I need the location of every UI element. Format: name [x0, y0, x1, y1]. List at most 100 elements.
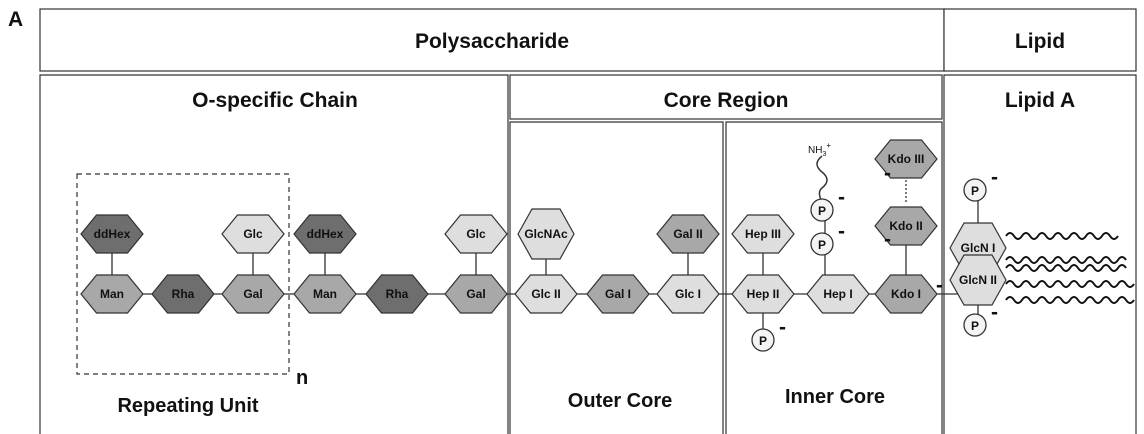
sugar-label: GlcN II: [959, 273, 997, 287]
sugar-label: Hep I: [823, 287, 852, 301]
sugar-man2: Man: [293, 274, 357, 314]
outer-core-box: [509, 121, 724, 434]
sugar-ddhex1: ddHex: [80, 214, 144, 254]
sugar-rha1: Rha: [151, 274, 215, 314]
phosphate-circle: [810, 198, 834, 222]
negative-charge: -: [884, 228, 891, 251]
lipid-a-header: Lipid A: [1005, 89, 1075, 112]
sugar-label: Kdo III: [888, 152, 925, 166]
sugar-label: GlcN I: [961, 241, 996, 255]
sugar-label: Glc: [466, 227, 486, 241]
hexagon-shape: [514, 274, 578, 314]
sugar-label: Gal: [243, 287, 262, 301]
negative-charge: -: [884, 162, 891, 185]
acyl-chain-4: [1005, 280, 1135, 288]
lipid-header: Lipid: [1015, 30, 1065, 53]
hexagon-shape: [80, 274, 144, 314]
phosphate-circle: [963, 178, 987, 202]
repeating-unit-box: [76, 173, 290, 375]
sugar-label: Kdo II: [889, 219, 922, 233]
negative-charge: -: [779, 316, 786, 339]
phosphate-label: P: [818, 238, 826, 252]
acyl-chain-5: [1005, 296, 1135, 304]
phosphate-4: P-: [963, 166, 998, 202]
sugar-label: Glc: [243, 227, 263, 241]
sugar-label: Kdo I: [891, 287, 921, 301]
sugar-label: Hep III: [745, 227, 781, 241]
inner-core-label: Inner Core: [785, 386, 885, 408]
negative-charge: -: [991, 301, 998, 324]
sugar-label: Glc I: [675, 287, 701, 301]
hexagon-shape: [586, 274, 650, 314]
sugar-glc1: Glc: [221, 214, 285, 254]
phosphate-label: P: [759, 334, 767, 348]
sugar-label: ddHex: [307, 227, 344, 241]
phosphate-circle: [963, 313, 987, 337]
phosphate-groups: P-P-P-P-P----: [751, 162, 998, 352]
sugar-label: Man: [100, 287, 124, 301]
hexagon-shape: [874, 274, 938, 314]
sugar-gal1: Gal: [221, 274, 285, 314]
sugar-gal-ii: Gal II: [656, 214, 720, 254]
polysaccharide-header: Polysaccharide: [415, 30, 569, 53]
phosphate-label: P: [818, 204, 826, 218]
hexagon-shape: [444, 214, 508, 254]
polysaccharide-box: [39, 8, 945, 72]
sugar-label: Gal: [466, 287, 485, 301]
hexagon-shape: [221, 214, 285, 254]
sugar-hep-ii: Hep II: [731, 274, 795, 314]
sugar-label: ddHex: [94, 227, 131, 241]
hexagon-shape: [151, 274, 215, 314]
sugar-label: Hep II: [747, 287, 780, 301]
sugar-kdo-iii: Kdo III: [874, 139, 938, 179]
hexagon-shape: [874, 139, 938, 179]
hexagon-shape: [293, 274, 357, 314]
hexagon-shape: [293, 214, 357, 254]
sugar-label: Glc II: [531, 287, 560, 301]
negative-charge: -: [838, 220, 845, 243]
sugar-kdo-ii: Kdo II: [874, 206, 938, 246]
core-region-box: [509, 74, 943, 120]
hexagon-shape: [365, 274, 429, 314]
ammonium-label: NH3+: [808, 141, 831, 158]
acyl-chains: [1005, 232, 1135, 304]
acyl-chain-3: [1005, 264, 1127, 272]
ammonium-chain: [816, 155, 828, 207]
phosphate-3: P-: [810, 220, 845, 256]
phosphate-2: P-: [810, 186, 845, 222]
negative-charge: -: [936, 274, 943, 297]
core-region-header: Core Region: [664, 89, 789, 112]
sugar-label: Gal II: [673, 227, 702, 241]
sugar-gal-i: Gal I: [586, 274, 650, 314]
hexagon-shape: [806, 274, 870, 314]
lipid-a-box: [943, 74, 1137, 434]
hexagon-shape: [656, 214, 720, 254]
hexagon-shape: [656, 274, 720, 314]
negative-charge: -: [838, 186, 845, 209]
acyl-chain-2: [1005, 256, 1127, 264]
sugar-glc-i: Glc I: [656, 274, 720, 314]
acyl-chain-1: [1005, 232, 1119, 240]
sugar-label: Rha: [386, 287, 409, 301]
sugar-gal2: Gal: [444, 274, 508, 314]
hexagon-shape: [874, 206, 938, 246]
hexagon-shape: [949, 254, 1007, 306]
hexagon-shape: [731, 274, 795, 314]
sugar-hep-i: Hep I: [806, 274, 870, 314]
phosphate-5: P-: [963, 301, 998, 337]
sugar-label: Gal I: [605, 287, 631, 301]
hexagon-shape: [221, 274, 285, 314]
panel-label: A: [8, 8, 23, 31]
sugar-kdo-i: Kdo I: [874, 274, 938, 314]
sugar-glc2: Glc: [444, 214, 508, 254]
sugar-glcnac: GlcNAc: [517, 208, 575, 260]
o-chain-box: [39, 74, 509, 434]
hexagon-shape: [80, 214, 144, 254]
inner-core-box: [725, 121, 943, 434]
sugar-glc-ii: Glc II: [514, 274, 578, 314]
repeat-n-label: n: [296, 367, 308, 389]
sugar-glcn-ii: GlcN II: [949, 254, 1007, 306]
hexagon-shape: [731, 214, 795, 254]
